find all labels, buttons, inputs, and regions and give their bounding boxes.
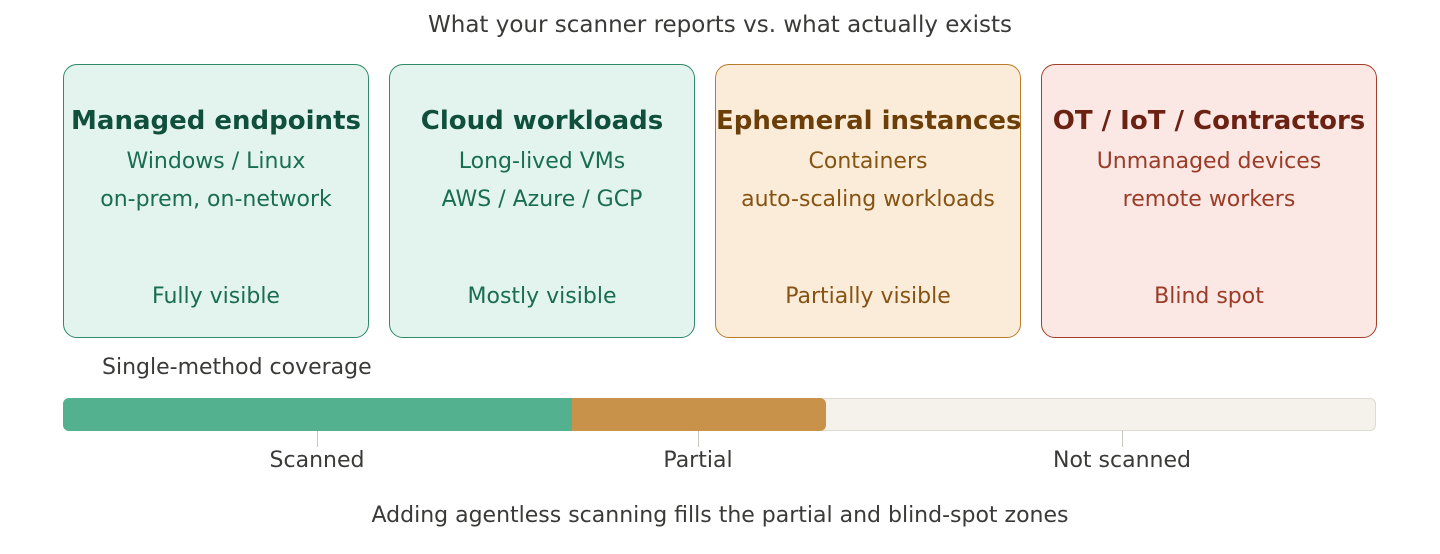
segment-label-partial: Partial [663,448,733,473]
card-detail: auto-scaling workloads [741,187,995,212]
card-detail: Unmanaged devices [1096,149,1322,174]
card-heading: Ephemeral instances [716,106,1022,136]
card-ot-iot-contractors: OT / IoT / Contractors Unmanaged devices… [1041,64,1377,338]
tick-not-scanned [1122,431,1123,447]
coverage-segment-scanned [63,398,572,431]
card-managed-endpoints: Managed endpoints Windows / Linux on-pre… [63,64,369,338]
segment-label-not-scanned: Not scanned [1053,448,1191,473]
card-heading: Cloud workloads [420,106,664,136]
coverage-segment-partial [572,398,826,431]
coverage-label: Single-method coverage [102,355,372,380]
card-status: Fully visible [152,284,280,309]
footer-note: Adding agentless scanning fills the part… [371,503,1069,528]
card-ephemeral-instances: Ephemeral instances Containers auto-scal… [715,64,1021,338]
segment-label-scanned: Scanned [269,448,365,473]
tick-scanned [317,431,318,447]
card-cloud-workloads: Cloud workloads Long-lived VMs AWS / Azu… [389,64,695,338]
card-detail: remote workers [1122,187,1296,212]
card-heading: Managed endpoints [71,106,361,136]
card-status: Blind spot [1154,284,1264,309]
card-detail: Containers [808,149,928,174]
diagram-title: What your scanner reports vs. what actua… [428,12,1012,38]
card-detail: AWS / Azure / GCP [441,187,643,212]
card-detail: on-prem, on-network [100,187,332,212]
card-heading: OT / IoT / Contractors [1052,106,1366,136]
tick-partial [698,431,699,447]
card-status: Partially visible [785,284,951,309]
card-detail: Windows / Linux [126,149,306,174]
card-detail: Long-lived VMs [458,149,626,174]
card-status: Mostly visible [467,284,617,309]
